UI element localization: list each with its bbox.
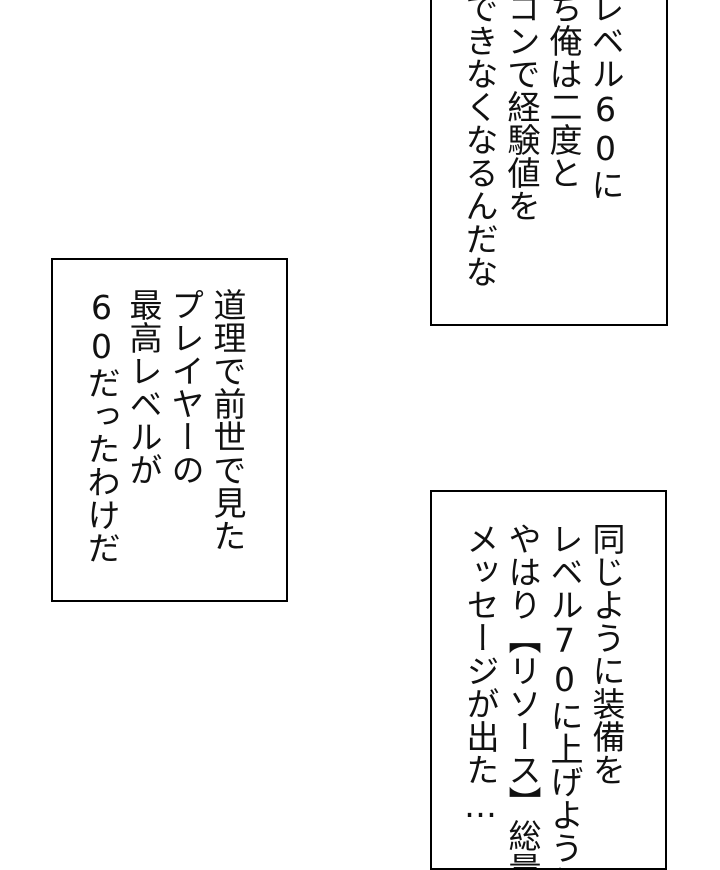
balloon-text: 道理で前世で見た プレイヤーの 最高レベルが 60だったわけだ bbox=[80, 288, 248, 564]
speech-balloon-top-right: レベル60に ち俺は二度と コンで経験値を できなくなるんだな bbox=[430, 0, 668, 326]
speech-balloon-middle-left: 道理で前世で見た プレイヤーの 最高レベルが 60だったわけだ bbox=[51, 258, 288, 602]
balloon-text: 同じように装備を レベル70に上げようと やはり【リソース】総量 メッセージが出… bbox=[459, 522, 627, 870]
balloon-line: 道理で前世で見た bbox=[208, 288, 247, 552]
balloon-line: ち俺は二度と bbox=[544, 0, 583, 189]
balloon-line: レベル70に上げようと bbox=[545, 522, 584, 870]
balloon-line: できなくなるんだな bbox=[460, 0, 499, 288]
balloon-line: やはり【リソース】総量 bbox=[503, 522, 542, 870]
balloon-line: 同じように装備を bbox=[587, 522, 626, 786]
balloon-line: コンで経験値を bbox=[502, 0, 541, 222]
speech-balloon-bottom-right: 同じように装備を レベル70に上げようと やはり【リソース】総量 メッセージが出… bbox=[430, 490, 667, 870]
balloon-line: プレイヤーの bbox=[166, 288, 205, 486]
balloon-line: 最高レベルが bbox=[124, 288, 163, 486]
balloon-text: レベル60に ち俺は二度と コンで経験値を できなくなるんだな bbox=[458, 0, 626, 288]
balloon-line: 60だったわけだ bbox=[82, 288, 121, 564]
balloon-line: レベル60に bbox=[586, 0, 625, 201]
balloon-line: メッセージが出た… bbox=[461, 522, 500, 825]
